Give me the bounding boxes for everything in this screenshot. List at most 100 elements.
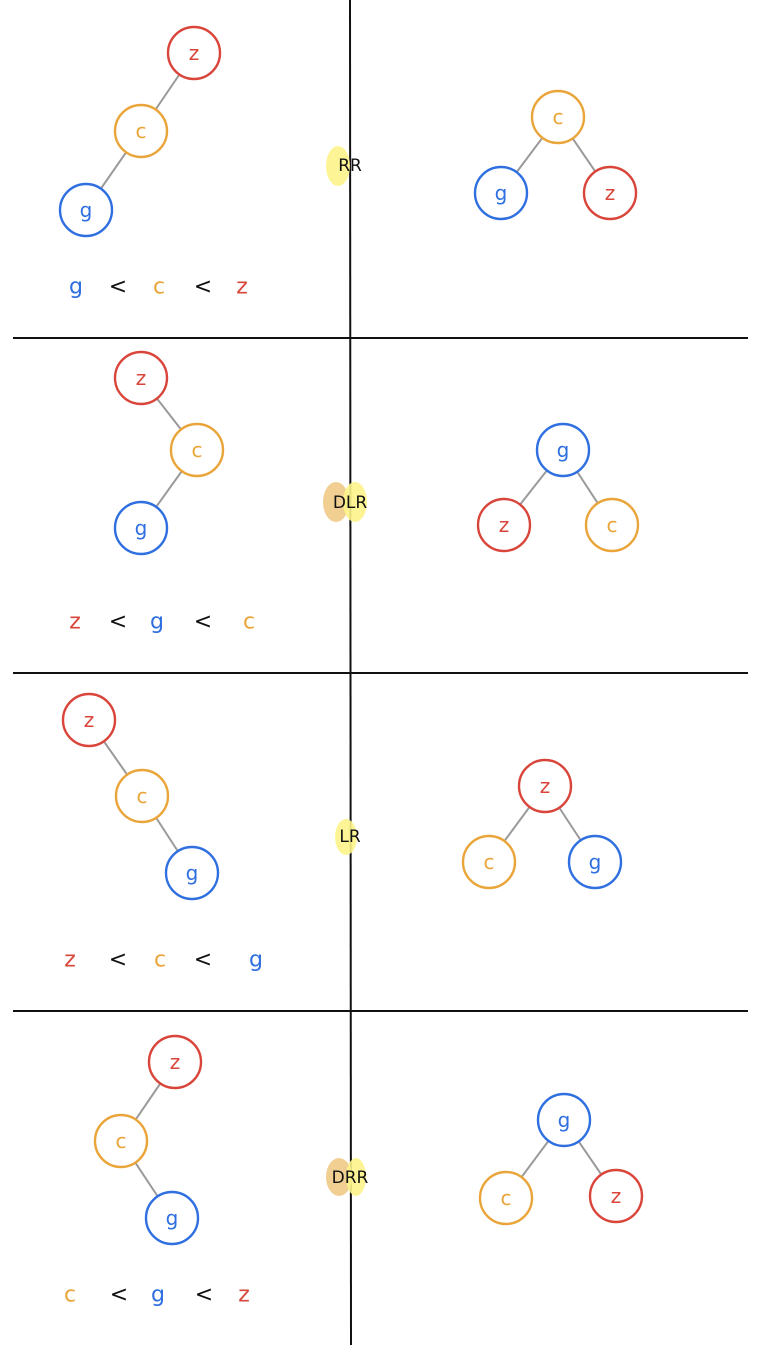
panel-4-after-node-c: c	[478, 1170, 534, 1226]
panel-4-highlight-2	[346, 1158, 366, 1196]
panel-3-less-than: <	[109, 948, 127, 973]
panel-3-before-node-label: g	[186, 861, 199, 885]
panel-1-inequality-z: z	[236, 275, 248, 300]
panel-4-before-node-z: z	[147, 1034, 203, 1090]
panel-4-after-node-circle	[588, 1168, 644, 1224]
panel-4-before-node-circle	[144, 1190, 200, 1246]
panel-3-inequality-c: c	[154, 948, 166, 973]
panel-4-after-tree: g c z	[478, 1092, 644, 1226]
panel-2-before-node-label: g	[135, 516, 148, 540]
panel-2-after-node-circle	[584, 497, 640, 553]
panel-3-after-node-c: c	[461, 834, 517, 890]
panel-4-highlight-1	[326, 1158, 352, 1196]
panel-1-before-node-label: g	[80, 198, 93, 222]
panel-4-after-node-circle	[478, 1170, 534, 1226]
panel-2-before-node-circle	[113, 500, 169, 556]
panel-3-before-node-label: z	[84, 708, 95, 732]
panel-1-less-than: <	[109, 275, 127, 300]
panel-3-before-node-label: c	[137, 784, 148, 808]
panel-3-before-tree: z c g	[61, 692, 220, 901]
panel-1-before-node-circle	[58, 182, 114, 238]
panel-2-inequality-z: z	[69, 610, 81, 635]
panel-1-inequality-c: c	[153, 275, 165, 300]
panel-2-before-node-g: g	[113, 500, 169, 556]
panel-4-before-node-label: g	[166, 1206, 179, 1230]
panel-1-after-tree: c g z	[473, 89, 638, 221]
panel-2-before-node-circle	[113, 350, 169, 406]
panel-3-before-node-c: c	[114, 768, 170, 824]
panel-4-less-than: <	[195, 1283, 213, 1308]
panel-3-after-node-label: z	[540, 774, 551, 798]
panel-1-before-node-z: z	[166, 25, 222, 81]
panel-1-before-node-circle	[113, 103, 169, 159]
panel-3-after-node-circle	[517, 758, 573, 814]
panel-1-inequality-g: g	[69, 275, 83, 300]
panel-2-less-than: <	[109, 610, 127, 635]
panel-1-less-than: <	[194, 275, 212, 300]
panel-2-after-node-circle	[476, 497, 532, 553]
panel-1-after-node-label: c	[553, 105, 564, 129]
panel-4-before-tree: z c g	[93, 1034, 203, 1246]
panel-3-after-node-circle	[461, 834, 517, 890]
panel-4-inequality: c<g<z	[64, 1283, 250, 1308]
panel-3-after-node-label: c	[484, 850, 495, 874]
panel-2-before-node-label: z	[136, 366, 147, 390]
panel-2-less-than: <	[194, 610, 212, 635]
panel-1-before-tree: z c g	[58, 25, 222, 238]
panel-3-inequality: z<c<g	[64, 948, 263, 973]
panel-2-before-node-c: c	[169, 422, 225, 478]
panel-3-after-node-g: g	[567, 834, 623, 890]
panel-2-inequality-c: c	[243, 610, 255, 635]
panel-4-inequality-g: g	[151, 1283, 165, 1308]
panel-4-inequality-z: z	[238, 1283, 250, 1308]
panel-4-after-node-g: g	[536, 1092, 592, 1148]
panel-4-before-node-label: c	[116, 1129, 127, 1153]
panel-1-after-node-c: c	[530, 89, 586, 145]
panel-1-after-node-label: g	[495, 181, 508, 205]
panel-2-inequality: z < g < c	[69, 610, 255, 635]
panel-4-before-node-c: c	[93, 1113, 149, 1169]
panel-3-inequality-g: g	[249, 948, 263, 973]
panel-3-highlight-1	[335, 819, 357, 855]
panel-2-after-node-c: c	[584, 497, 640, 553]
panel-4-before-node-label: z	[170, 1050, 181, 1074]
panel-3-after-tree: z c g	[461, 758, 623, 890]
panel-3-before-node-z: z	[61, 692, 117, 748]
panel-3-before-node-g: g	[164, 845, 220, 901]
panel-1-after-node-z: z	[582, 165, 638, 221]
panel-2-before-node-circle	[169, 422, 225, 478]
panel-1-before-node-circle	[166, 25, 222, 81]
panel-2-highlight-2	[343, 482, 367, 522]
panel-2-inequality-g: g	[150, 610, 164, 635]
panel-2-highlight-1	[323, 482, 349, 522]
panel-2-rotation-label: DLR	[323, 482, 367, 522]
panel-3-before-node-circle	[114, 768, 170, 824]
panel-4-after-node-label: c	[501, 1186, 512, 1210]
panel-1-highlight-1	[326, 146, 350, 186]
panel-2-before-node-z: z	[113, 350, 169, 406]
panel-3-after-node-z: z	[517, 758, 573, 814]
panel-1-rotation-label: RR	[326, 146, 362, 186]
panel-4-after-node-label: z	[611, 1184, 622, 1208]
panel-1-after-node-g: g	[473, 165, 529, 221]
panel-3-rotation-text: LR	[339, 827, 360, 847]
panel-1-before-node-c: c	[113, 103, 169, 159]
panel-1-after-node-label: z	[605, 181, 616, 205]
panel-2-before-node-label: c	[192, 438, 203, 462]
panel-1-before-node-g: g	[58, 182, 114, 238]
panel-2-after-node-circle	[535, 422, 591, 478]
panel-4-after-node-circle	[536, 1092, 592, 1148]
panel-3-rotation-label: LR	[335, 819, 361, 855]
panel-4-before-node-g: g	[144, 1190, 200, 1246]
panel-3-less-than: <	[194, 948, 212, 973]
panel-2-after-node-z: z	[476, 497, 532, 553]
panel-4-inequality-c: c	[64, 1283, 76, 1308]
panel-1-before-node-label: c	[136, 119, 147, 143]
panel-2-after-node-label: g	[557, 438, 570, 462]
panel-1-before-node-label: z	[189, 41, 200, 65]
panel-3-before-node-circle	[164, 845, 220, 901]
panel-4-before-node-circle	[93, 1113, 149, 1169]
panel-3-after-node-label: g	[589, 850, 602, 874]
